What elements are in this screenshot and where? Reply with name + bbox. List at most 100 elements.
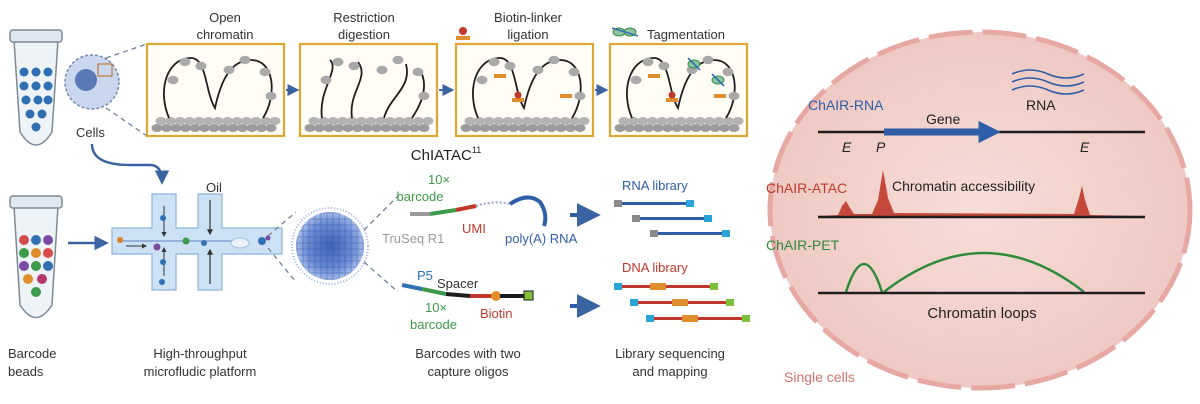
nucleosome-bed (700, 124, 711, 132)
nucleosome-bed (352, 124, 363, 132)
rna-library-reads (614, 200, 730, 237)
tn5-complex (687, 57, 701, 71)
nucleosome (167, 75, 179, 85)
nucleosome-bed (231, 117, 243, 125)
nucleosome-bed (333, 124, 344, 132)
nucleosome (476, 75, 488, 85)
zoom-line-bottom (105, 107, 148, 137)
nucleosome-bed (212, 117, 224, 125)
nucleosome (574, 91, 586, 101)
biotin-linker (648, 74, 660, 78)
nucleosome (376, 65, 388, 75)
nucleosome (418, 91, 430, 101)
chair-rna-label: ChAIR-RNA (808, 97, 884, 113)
polya-label: poly(A) RNA (505, 231, 578, 246)
nucleosome-bed (709, 124, 721, 132)
nucleosome-bed (269, 117, 281, 125)
nucleosome (504, 61, 516, 71)
chair-atac-label: ChAIR-ATAC (766, 180, 847, 196)
nucleosome-bed (394, 117, 405, 125)
nucleosome-bed (681, 124, 692, 132)
nucleosome-bed (409, 124, 420, 132)
nucleosome (392, 55, 404, 65)
rna-capture-oligo (410, 195, 548, 227)
nucleosome-bed (723, 117, 734, 125)
nucleosome-bed (728, 124, 740, 132)
nucleosome-bed (260, 117, 271, 125)
long-loop-arc (883, 251, 1085, 293)
step-labels: Open chromatin Restriction digestion Bio… (196, 10, 725, 42)
nucleosome-bed (618, 117, 630, 125)
cell-tube (9, 29, 63, 146)
rna-library-label: RNA library (622, 178, 688, 193)
rna-barcode-label-1: 10× (428, 172, 450, 187)
nucleosome-bed (512, 117, 523, 125)
nucleosome-bed (193, 117, 205, 125)
nucleosome-bed (151, 124, 163, 132)
nucleosome (642, 57, 654, 67)
nucleosome-bed (346, 117, 358, 125)
nucleosome-bed (384, 117, 396, 125)
platform-label-2: microfludic platform (144, 364, 257, 379)
zoom-line-top (105, 43, 148, 59)
nucleosome-bed (323, 124, 335, 132)
nucleosome-bed (517, 124, 529, 132)
nucleosome (195, 61, 207, 71)
nucleosome-bed (713, 117, 725, 125)
oligo-caption-1: Barcodes with two (415, 346, 521, 361)
nucleosome-bed (327, 117, 339, 125)
nucleosome-bed (470, 124, 481, 132)
nucleosome (259, 67, 271, 77)
nucleosome-bed (493, 117, 504, 125)
nucleosome-bed (256, 124, 267, 132)
nucleosome-bed (390, 124, 401, 132)
cells-to-chip-arrow (90, 143, 170, 185)
nucleosome (348, 61, 360, 71)
nucleosome-bed (237, 124, 248, 132)
nucleosome-bed (308, 117, 320, 125)
nucleosome-bed (647, 117, 658, 125)
nucleosome-bed (314, 124, 325, 132)
nucleosome-bed (380, 124, 392, 132)
nucleosome-bed (399, 124, 411, 132)
nucleosome-bed (375, 117, 386, 125)
nucleosome-bed (671, 124, 683, 132)
tn5-icon (611, 27, 639, 37)
gel-bead (291, 207, 369, 285)
nucleosome (488, 57, 500, 67)
nucleosome-bed (502, 117, 514, 125)
oligo-zoom-line-top (363, 195, 399, 231)
short-loop-arc (844, 262, 884, 293)
nucleosome-bed (527, 124, 538, 132)
nucleosome-bed (189, 124, 201, 132)
microfluidic-chip (111, 193, 283, 291)
nucleosome-bed (536, 124, 548, 132)
nucleosome-bed (643, 124, 654, 132)
nucleosome-bed (559, 117, 571, 125)
nucleosome-bed (565, 124, 576, 132)
single-cell (767, 29, 1193, 391)
chiatac-label: ChIATAC11 (411, 145, 481, 164)
nucleosome-bed (422, 117, 434, 125)
nucleosome-bed (719, 124, 730, 132)
biotin-linker (494, 74, 506, 78)
nucleosome-bed (656, 117, 668, 125)
barcode-beads-label-1: Barcode (8, 346, 56, 361)
p5-label: P5 (417, 268, 433, 283)
truseq-label: TruSeq R1 (382, 231, 444, 246)
nucleosome-bed (413, 117, 424, 125)
biotin-linker-icon (456, 27, 470, 40)
enhancer-right-label: E (1080, 139, 1090, 155)
step-1-label-1: Open (209, 10, 241, 25)
nucleosome (223, 65, 235, 75)
nucleosome-bed (662, 124, 673, 132)
library-caption-1: Library sequencing (615, 346, 725, 361)
nucleosome-bed (403, 117, 415, 125)
nucleosome-bed (531, 117, 542, 125)
nucleosome-bed (521, 117, 533, 125)
biotin-linker (514, 91, 522, 99)
nucleosome-bed (546, 124, 557, 132)
rna-label: RNA (1026, 97, 1056, 113)
nucleosome-bed (628, 117, 639, 125)
nucleosome-bed (155, 117, 167, 125)
